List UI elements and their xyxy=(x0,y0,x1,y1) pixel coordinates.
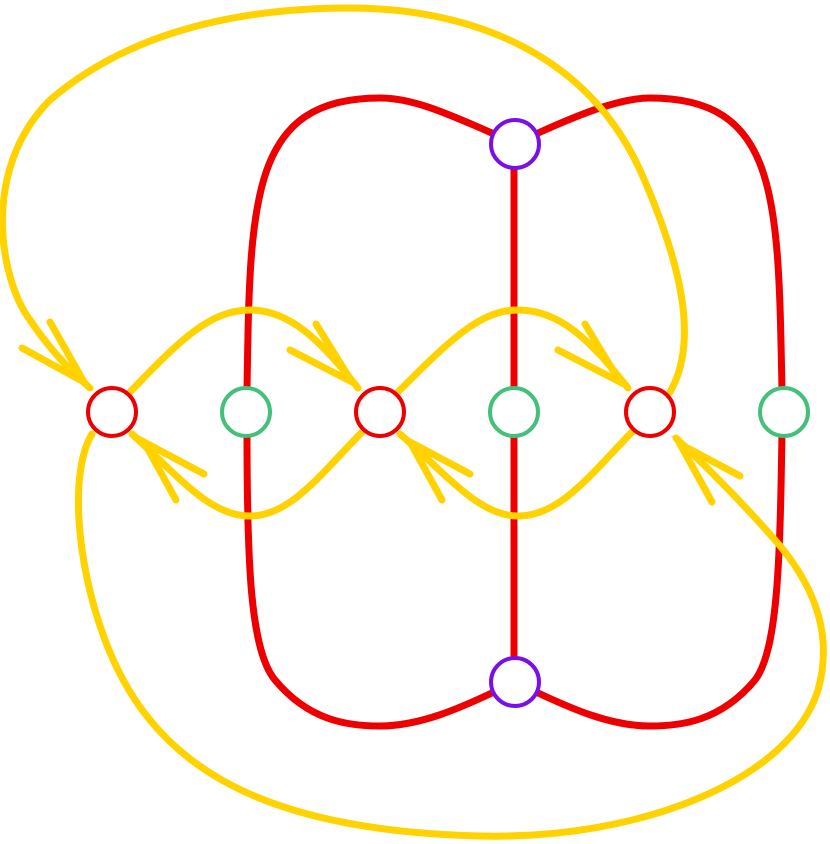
yellow-r2-r1-lower xyxy=(128,428,366,520)
yellow-edges xyxy=(0,4,827,840)
arrowhead-into-r1-top xyxy=(18,318,94,391)
node-p-bottom xyxy=(489,656,541,708)
nodes xyxy=(86,118,810,708)
node-r1 xyxy=(86,386,138,438)
red-left-loop xyxy=(243,94,498,730)
yellow-r1-r2-upper xyxy=(126,306,362,396)
node-g2 xyxy=(488,386,540,438)
node-g1 xyxy=(220,386,272,438)
yellow-r3-r2-lower xyxy=(396,428,636,520)
yellow-arrowheads xyxy=(18,318,744,506)
arrowhead-into-r3-bottom xyxy=(671,435,744,506)
yellow-r2-r3-upper xyxy=(394,306,632,396)
red-right-loop xyxy=(532,94,786,730)
node-g3 xyxy=(758,386,810,438)
node-r2 xyxy=(354,386,406,438)
arrowhead-into-r2-lower xyxy=(401,433,474,504)
arrowhead-into-r2-upper xyxy=(286,320,362,391)
arrowhead-into-r3-upper xyxy=(554,320,630,391)
arrowhead-into-r1-lower xyxy=(135,433,208,504)
yellow-r3-r1-outer-top xyxy=(0,4,688,396)
node-r3 xyxy=(624,386,676,438)
yellow-r1-r3-outer-bottom xyxy=(74,430,827,840)
node-p-top xyxy=(489,118,541,170)
red-edges xyxy=(243,94,786,730)
